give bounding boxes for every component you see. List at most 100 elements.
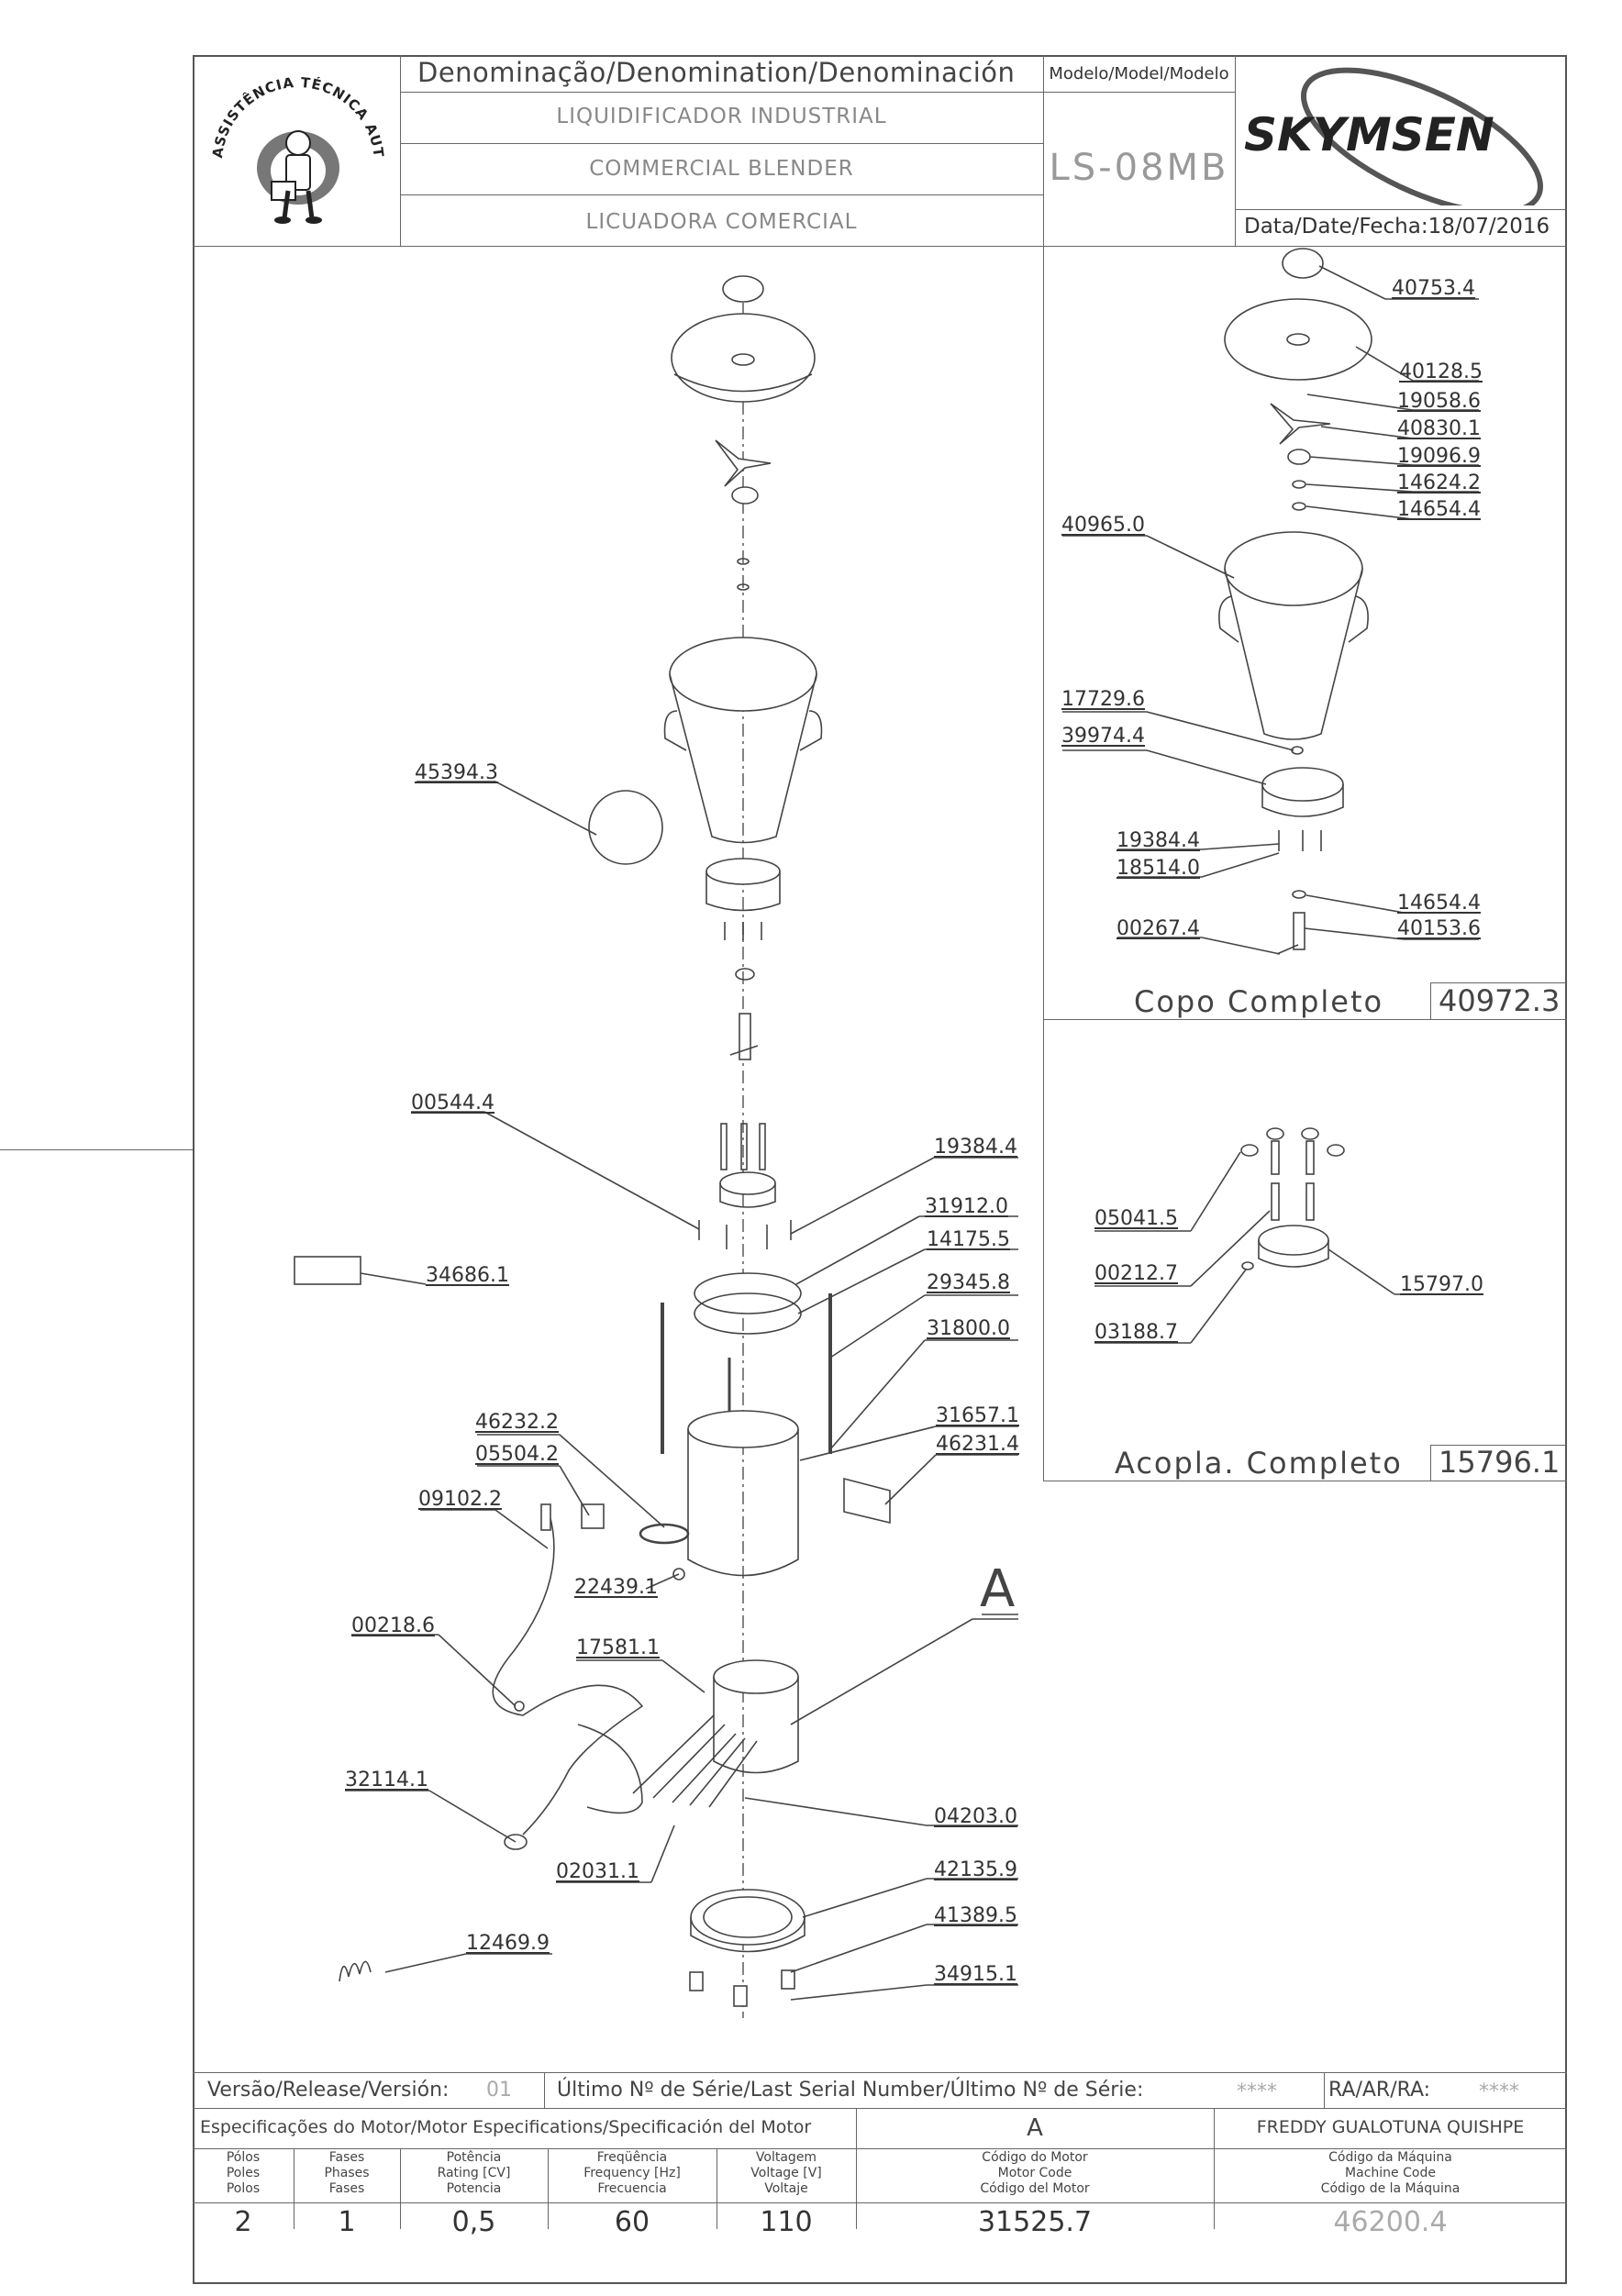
part-label: 12469.9: [466, 1932, 550, 1955]
part-label: 00212.7: [1094, 1262, 1178, 1285]
part-label: 14175.5: [927, 1228, 1010, 1251]
part-label: 04203.0: [934, 1805, 1017, 1828]
header-rule-e: [1235, 209, 1567, 210]
spec-head: Motor Code: [997, 2166, 1072, 2180]
brand-logo: SKYMSEN: [1239, 59, 1563, 216]
motor-code-value: 31525.7: [977, 2206, 1093, 2238]
spec-head: Frequency [Hz]: [583, 2166, 681, 2180]
product-name-es: LICUADORA COMERCIAL: [585, 210, 858, 234]
spec-head: Código da Máquina: [1328, 2150, 1452, 2165]
part-label: 19384.4: [1117, 829, 1200, 852]
part-label: 34915.1: [934, 1963, 1017, 1986]
footer-div-d: [1214, 2108, 1215, 2229]
spec-head: Freqüência: [596, 2150, 668, 2165]
part-label: 05504.2: [475, 1443, 559, 1466]
acopla-code-box-top: [1430, 1445, 1567, 1446]
spec-head: Potencia: [446, 2181, 502, 2196]
part-label: 02031.1: [556, 1860, 639, 1883]
spec-head: Código do Motor: [982, 2150, 1088, 2165]
footer-div-f: [400, 2148, 401, 2229]
spec-head: Potência: [446, 2150, 502, 2165]
part-label: 46232.2: [475, 1411, 559, 1434]
part-label: 46231.4: [936, 1433, 1019, 1456]
acopla-code-box-left: [1430, 1445, 1431, 1481]
spec-head: Polos: [226, 2181, 261, 2196]
copo-bottom-rule: [1043, 1019, 1567, 1020]
spec-head: Fases: [328, 2150, 365, 2165]
header-divider-3: [1235, 55, 1236, 246]
subframe-left-border: [1043, 246, 1044, 1481]
footer-div-b: [1324, 2072, 1325, 2108]
part-label: 31657.1: [936, 1404, 1019, 1427]
part-label: 32114.1: [345, 1769, 428, 1791]
date-row: Data/Date/Fecha:18/07/2016: [1244, 215, 1550, 238]
part-label: 40830.1: [1397, 417, 1481, 440]
header-rule-d: [1043, 92, 1235, 93]
part-label: 14654.4: [1397, 892, 1481, 915]
part-label: 03188.7: [1094, 1321, 1178, 1344]
copo-code-box-left: [1430, 982, 1431, 1019]
footer-rule-2: [193, 2108, 1567, 2109]
version-label: Versão/Release/Versión:: [207, 2079, 450, 2102]
ra-value: ****: [1479, 2080, 1519, 2103]
part-label: 00218.6: [351, 1614, 435, 1637]
part-label: 00267.4: [1117, 917, 1200, 940]
part-label: 14624.2: [1397, 471, 1481, 494]
part-label: 05041.5: [1094, 1207, 1178, 1230]
poles-value: 2: [234, 2206, 252, 2238]
serial-label: Último Nº de Série/Last Serial Number/Úl…: [557, 2079, 1144, 2102]
date-value: 18/07/2016: [1428, 215, 1550, 238]
header-rule-a: [400, 92, 1043, 93]
part-label: 31800.0: [927, 1317, 1010, 1340]
part-label: 19384.4: [934, 1136, 1017, 1159]
header-rule-c: [400, 194, 1043, 195]
part-label: 42135.9: [934, 1858, 1017, 1881]
version-value: 01: [486, 2079, 512, 2102]
model-label: Modelo/Model/Modelo: [1049, 64, 1229, 83]
part-label: 45394.3: [415, 761, 498, 784]
spec-head: Voltaje: [764, 2181, 808, 2196]
drawing-frame: [193, 55, 1567, 2284]
header-divider-1: [400, 55, 401, 246]
part-label: 22439.1: [574, 1576, 658, 1599]
spec-head: Voltage [V]: [750, 2166, 822, 2180]
header-bottom-rule: [193, 246, 1567, 247]
denomination-label: Denominação/Denomination/Denominación: [417, 57, 1016, 88]
part-label: 29345.8: [927, 1271, 1010, 1294]
part-label: 40753.4: [1392, 277, 1475, 300]
spec-head: Código del Motor: [980, 2181, 1090, 2196]
part-label: 41389.5: [934, 1904, 1017, 1927]
ra-label: RA/AR/RA:: [1328, 2079, 1431, 2102]
phases-value: 1: [338, 2206, 356, 2238]
footer-rule-3: [193, 2148, 1567, 2149]
part-label: 19058.6: [1397, 390, 1481, 413]
frequency-value: 60: [614, 2206, 650, 2238]
part-label: 39974.4: [1061, 725, 1145, 748]
header-divider-2: [1043, 55, 1044, 246]
part-label: 18514.0: [1117, 857, 1200, 880]
model-value: LS-08MB: [1049, 147, 1229, 189]
spec-head: Fases: [328, 2181, 365, 2196]
spec-head: Código de la Máquina: [1320, 2181, 1461, 2196]
part-label: 00544.4: [411, 1092, 494, 1115]
part-label: 40965.0: [1061, 514, 1145, 537]
rating-value: 0,5: [451, 2206, 496, 2238]
product-name-pt: LIQUIDIFICADOR INDUSTRIAL: [556, 105, 887, 128]
spec-head: Voltagem: [755, 2150, 817, 2165]
copo-code-box-top: [1430, 982, 1567, 983]
motor-ref-cell: A: [1027, 2114, 1043, 2142]
motor-spec-label: Especificações do Motor/Motor Especifica…: [200, 2117, 812, 2137]
part-label: 17729.6: [1061, 688, 1145, 711]
part-label: 40153.6: [1397, 917, 1481, 940]
spec-head: Phases: [324, 2166, 370, 2180]
copo-code: 40972.3: [1439, 983, 1561, 1018]
footer-rule-1: [193, 2072, 1567, 2073]
voltage-value: 110: [760, 2206, 813, 2238]
date-label: Data/Date/Fecha:: [1244, 215, 1428, 238]
brand-name: SKYMSEN: [1244, 108, 1494, 161]
